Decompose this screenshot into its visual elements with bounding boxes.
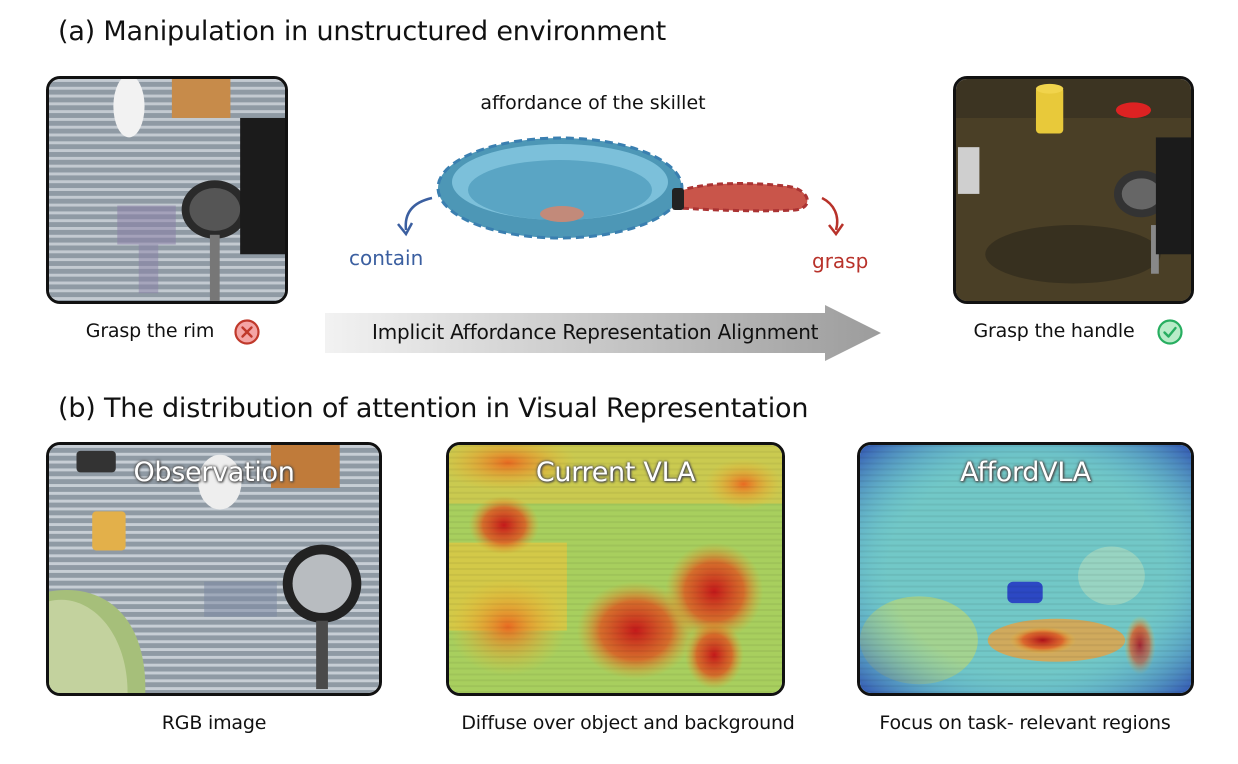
arrow-text: Implicit Affordance Representation Align… [372, 320, 819, 344]
skillet-illustration [397, 136, 845, 240]
alignment-arrow [325, 305, 881, 361]
current-vla-heatmap: Current VLA [446, 442, 785, 696]
left-robot-photo [46, 76, 288, 304]
current-vla-caption: Diffuse over object and background [461, 712, 795, 734]
grasp-label: grasp [812, 249, 869, 273]
section-b-title: (b) The distribution of attention in Vis… [58, 393, 809, 424]
contain-label: contain [349, 246, 424, 270]
section-a-title: (a) Manipulation in unstructured environ… [58, 16, 667, 47]
right-robot-photo [953, 76, 1194, 304]
observation-panel: Observation [46, 442, 382, 696]
check-icon [1157, 319, 1183, 345]
right-caption: Grasp the handle [973, 320, 1135, 342]
left-caption: Grasp the rim [85, 320, 215, 342]
cross-icon [234, 319, 260, 345]
observation-caption: RGB image [161, 712, 267, 734]
affordvla-heatmap: AffordVLA [857, 442, 1194, 696]
affordance-title: affordance of the skillet [480, 92, 706, 114]
affordvla-caption: Focus on task- relevant regions [879, 712, 1171, 734]
